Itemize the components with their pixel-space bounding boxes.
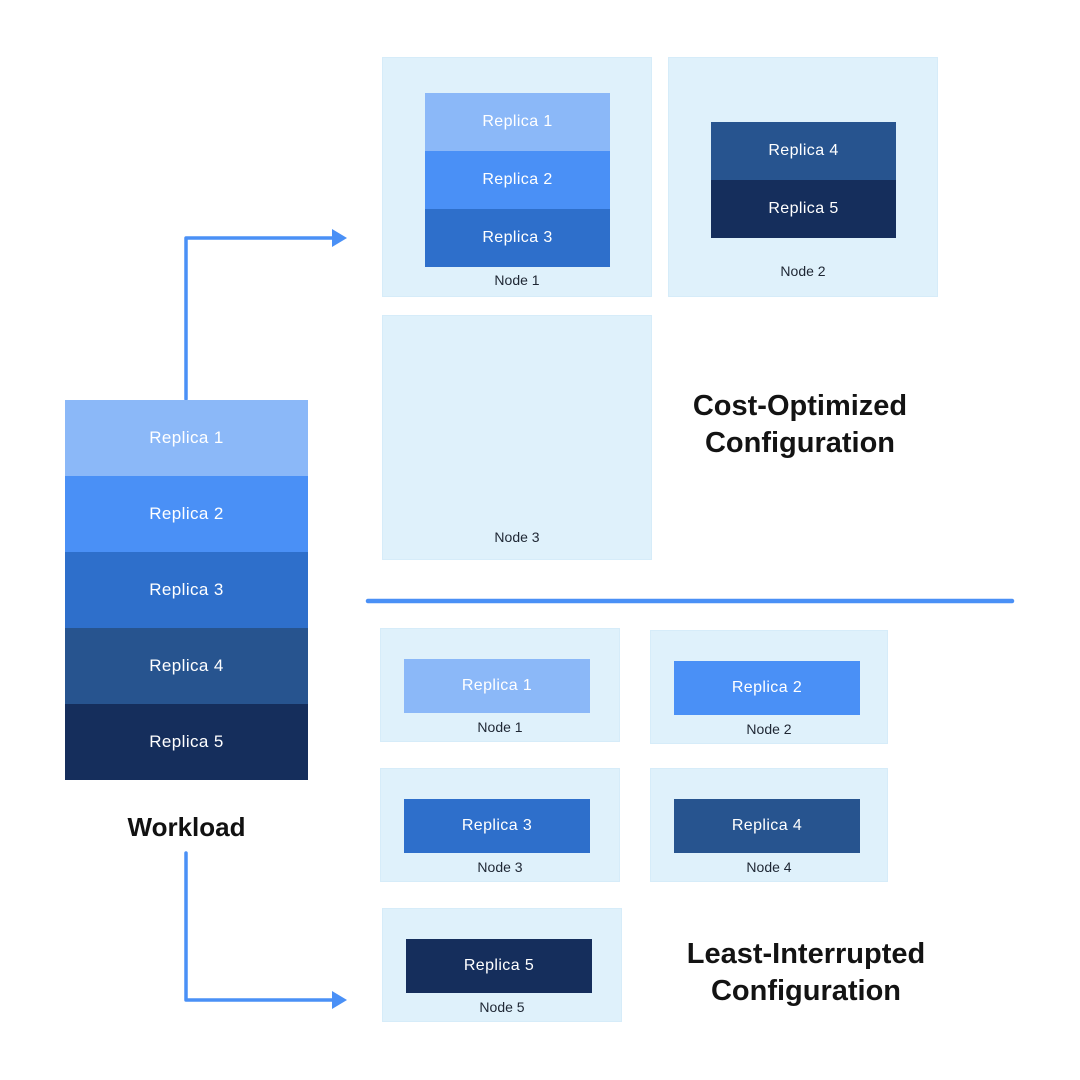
node-box-cost-node3: Node 3 [382, 315, 652, 560]
replica-block: Replica 2 [674, 661, 860, 715]
node-label: Node 1 [477, 719, 523, 735]
node-label: Node 2 [780, 263, 826, 279]
replica-block: Replica 2 [425, 151, 610, 209]
least-interrupted-title-line2: Configuration [710, 975, 902, 1008]
arrow-head-cost-optimized-icon [332, 229, 347, 247]
replica-block: Replica 4 [711, 122, 896, 180]
node-box-least-node4: Replica 4 Node 4 [650, 768, 888, 882]
node-box-cost-node1: Replica 1 Replica 2 Replica 3 Node 1 [382, 57, 652, 297]
replica-block: Replica 3 [425, 209, 610, 267]
node-box-cost-node2: Replica 4 Replica 5 Node 2 [668, 57, 938, 297]
replica-block: Replica 1 [404, 659, 590, 713]
replica-block: Replica 1 [425, 93, 610, 151]
cost-optimized-title: Cost-Optimized Configuration [640, 388, 960, 462]
node-label: Node 3 [477, 859, 523, 875]
node-label: Node 5 [479, 999, 525, 1015]
node-box-least-node1: Replica 1 Node 1 [380, 628, 620, 742]
replica-block: Replica 1 [65, 400, 308, 476]
arrow-head-least-interrupted-icon [332, 991, 347, 1009]
cost-optimized-title-line2: Configuration [704, 427, 896, 460]
replica-block: Replica 5 [711, 180, 896, 238]
replica-block: Replica 5 [65, 704, 308, 780]
replica-block: Replica 5 [406, 939, 592, 993]
node-label: Node 3 [494, 529, 540, 545]
workload-stack: Replica 1 Replica 2 Replica 3 Replica 4 … [65, 400, 308, 780]
replica-block: Replica 2 [65, 476, 308, 552]
least-interrupted-title-line1: Least-Interrupted [686, 938, 926, 970]
arrow-to-least-interrupted [184, 851, 334, 1002]
node-label: Node 1 [494, 272, 540, 288]
node-box-least-node3: Replica 3 Node 3 [380, 768, 620, 882]
replica-block: Replica 3 [65, 552, 308, 628]
least-interrupted-title: Least-Interrupted Configuration [646, 936, 966, 1010]
replica-block: Replica 4 [65, 628, 308, 704]
node-box-least-node2: Replica 2 Node 2 [650, 630, 888, 744]
replica-block: Replica 4 [674, 799, 860, 853]
arrow-to-cost-optimized [184, 236, 334, 401]
node-label: Node 4 [746, 859, 792, 875]
workload-title: Workload [127, 812, 246, 842]
node-label: Node 2 [746, 721, 792, 737]
replica-block: Replica 3 [404, 799, 590, 853]
node-box-least-node5: Replica 5 Node 5 [382, 908, 622, 1022]
cost-optimized-title-line1: Cost-Optimized [692, 390, 908, 422]
